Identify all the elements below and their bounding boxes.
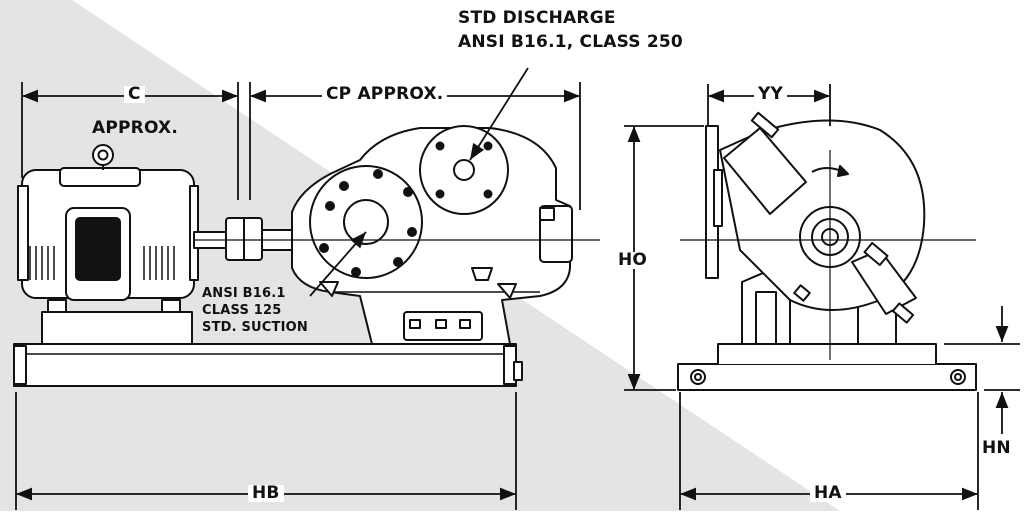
suction-flange	[309, 165, 423, 279]
discharge-label-line1: STD DISCHARGE	[458, 8, 616, 28]
discharge-label-line2: ANSI B16.1, CLASS 250	[458, 32, 683, 52]
side-view	[13, 125, 600, 387]
suction-label-line2: CLASS 125	[202, 303, 282, 318]
dimension-label-hb: HB	[248, 485, 284, 502]
suction-label-line3: STD. SUCTION	[202, 320, 308, 335]
motor-base-block	[41, 311, 193, 345]
end-view-base	[677, 363, 977, 391]
dimension-label-ho: HO	[614, 252, 652, 269]
dimension-label-ha: HA	[810, 485, 846, 502]
dimension-label-cp: CP APPROX.	[322, 86, 448, 103]
dimension-label-hn: HN	[982, 438, 1011, 458]
suction-label-line1: ANSI B16.1	[202, 286, 286, 301]
dimension-label-yy: YY	[754, 86, 788, 103]
dimension-label-c: C	[124, 86, 145, 103]
dimension-label-c-approx: APPROX.	[92, 118, 178, 138]
leaders	[309, 67, 529, 297]
discharge-flange	[419, 125, 509, 215]
end-view	[677, 111, 977, 391]
base-plate	[13, 343, 517, 387]
